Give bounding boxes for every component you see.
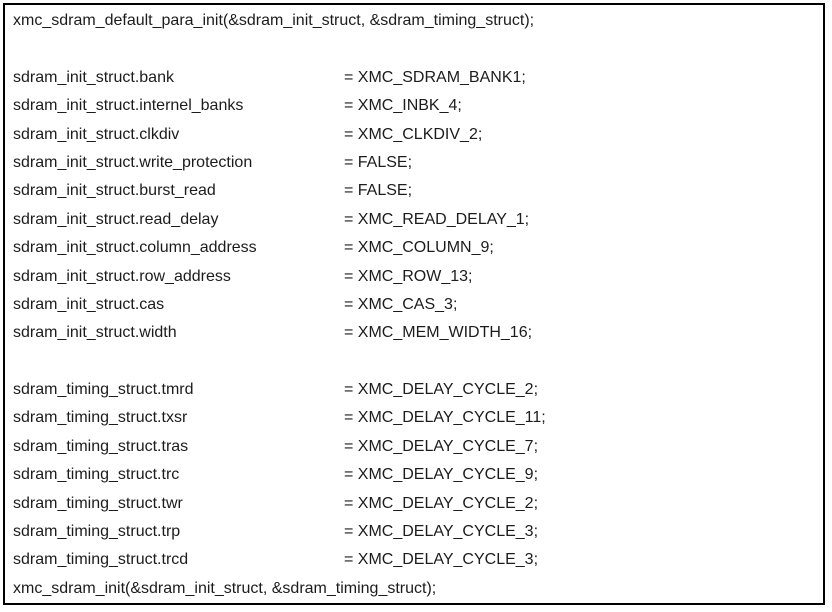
- assigned-value: = XMC_MEM_WIDTH_16;: [344, 324, 533, 342]
- variable-name: sdram_timing_struct.twr: [13, 494, 183, 512]
- code-line: sdram_init_struct.internel_banks = XMC_IN…: [13, 92, 813, 120]
- variable-name: sdram_timing_struct.trcd: [13, 551, 189, 569]
- assigned-value: = XMC_COLUMN_9;: [344, 239, 494, 257]
- function-call-statement: xmc_sdram_init(&sdram_init_struct, &sdra…: [13, 579, 437, 597]
- code-line: sdram_init_struct.width = XMC_MEM_WIDTH_1…: [13, 319, 813, 347]
- assigned-value: = XMC_DELAY_CYCLE_2;: [344, 381, 539, 399]
- assigned-value: = XMC_DELAY_CYCLE_2;: [344, 494, 539, 512]
- assigned-value: = XMC_CAS_3;: [344, 295, 458, 313]
- variable-name: sdram_init_struct.burst_read: [13, 182, 216, 200]
- code-listing: xmc_sdram_default_para_init(&sdram_init_…: [3, 3, 825, 605]
- variable-name: sdram_timing_struct.trp: [13, 523, 181, 541]
- code-line: sdram_timing_struct.trc = XMC_DELAY_CYCLE…: [13, 461, 813, 489]
- assigned-value: = FALSE;: [344, 153, 413, 171]
- assigned-value: = XMC_DELAY_CYCLE_9;: [344, 466, 539, 484]
- blank-line: [13, 348, 813, 376]
- code-line: sdram_init_struct.column_address = XMC_CO…: [13, 234, 813, 262]
- code-line: sdram_timing_struct.twr = XMC_DELAY_CYCLE…: [13, 490, 813, 518]
- variable-name: sdram_timing_struct.trc: [13, 466, 180, 484]
- code-line: sdram_init_struct.read_delay = XMC_READ_D…: [13, 206, 813, 234]
- code-lines: xmc_sdram_default_para_init(&sdram_init_…: [13, 7, 813, 603]
- code-line: sdram_init_struct.row_address = XMC_ROW_1…: [13, 263, 813, 291]
- variable-name: sdram_init_struct.bank: [13, 68, 174, 86]
- code-line: sdram_init_struct.cas = XMC_CAS_3;: [13, 291, 813, 319]
- code-line: sdram_timing_struct.trp = XMC_DELAY_CYCLE…: [13, 518, 813, 546]
- variable-name: sdram_init_struct.read_delay: [13, 210, 219, 228]
- assigned-value: = XMC_INBK_4;: [344, 97, 462, 115]
- blank-line: [13, 35, 813, 63]
- variable-name: sdram_timing_struct.tmrd: [13, 381, 194, 399]
- variable-name: sdram_init_struct.width: [13, 324, 177, 342]
- variable-name: sdram_init_struct.column_address: [13, 239, 257, 257]
- assigned-value: = XMC_DELAY_CYCLE_7;: [344, 437, 539, 455]
- code-line: sdram_init_struct.write_protection = FALS…: [13, 149, 813, 177]
- variable-name: sdram_init_struct.internel_banks: [13, 97, 244, 115]
- variable-name: sdram_init_struct.write_protection: [13, 153, 253, 171]
- code-line: sdram_timing_struct.txsr = XMC_DELAY_CYCL…: [13, 404, 813, 432]
- code-line: sdram_init_struct.clkdiv = XMC_CLKDIV_2;: [13, 121, 813, 149]
- code-line: xmc_sdram_init(&sdram_init_struct, &sdra…: [13, 575, 813, 603]
- code-line: xmc_sdram_default_para_init(&sdram_init_…: [13, 7, 813, 35]
- assigned-value: = XMC_DELAY_CYCLE_3;: [344, 523, 539, 541]
- code-line: sdram_timing_struct.tras = XMC_DELAY_CYCL…: [13, 433, 813, 461]
- code-line: sdram_timing_struct.trcd = XMC_DELAY_CYCL…: [13, 546, 813, 574]
- assigned-value: = XMC_CLKDIV_2;: [344, 125, 483, 143]
- variable-name: sdram_timing_struct.tras: [13, 437, 189, 455]
- assigned-value: = XMC_ROW_13;: [344, 267, 473, 285]
- assigned-value: = XMC_DELAY_CYCLE_11;: [344, 409, 546, 427]
- variable-name: sdram_init_struct.row_address: [13, 267, 231, 285]
- variable-name: sdram_init_struct.clkdiv: [13, 125, 180, 143]
- code-line: sdram_timing_struct.tmrd = XMC_DELAY_CYCL…: [13, 376, 813, 404]
- variable-name: sdram_timing_struct.txsr: [13, 409, 188, 427]
- code-line: sdram_init_struct.bank = XMC_SDRAM_BANK1;: [13, 64, 813, 92]
- variable-name: sdram_init_struct.cas: [13, 295, 165, 313]
- assigned-value: = XMC_SDRAM_BANK1;: [344, 68, 526, 86]
- code-line: sdram_init_struct.burst_read = FALSE;: [13, 177, 813, 205]
- function-call-statement: xmc_sdram_default_para_init(&sdram_init_…: [13, 12, 535, 29]
- assigned-value: = FALSE;: [344, 182, 413, 200]
- assigned-value: = XMC_DELAY_CYCLE_3;: [344, 551, 539, 569]
- assigned-value: = XMC_READ_DELAY_1;: [344, 210, 530, 228]
